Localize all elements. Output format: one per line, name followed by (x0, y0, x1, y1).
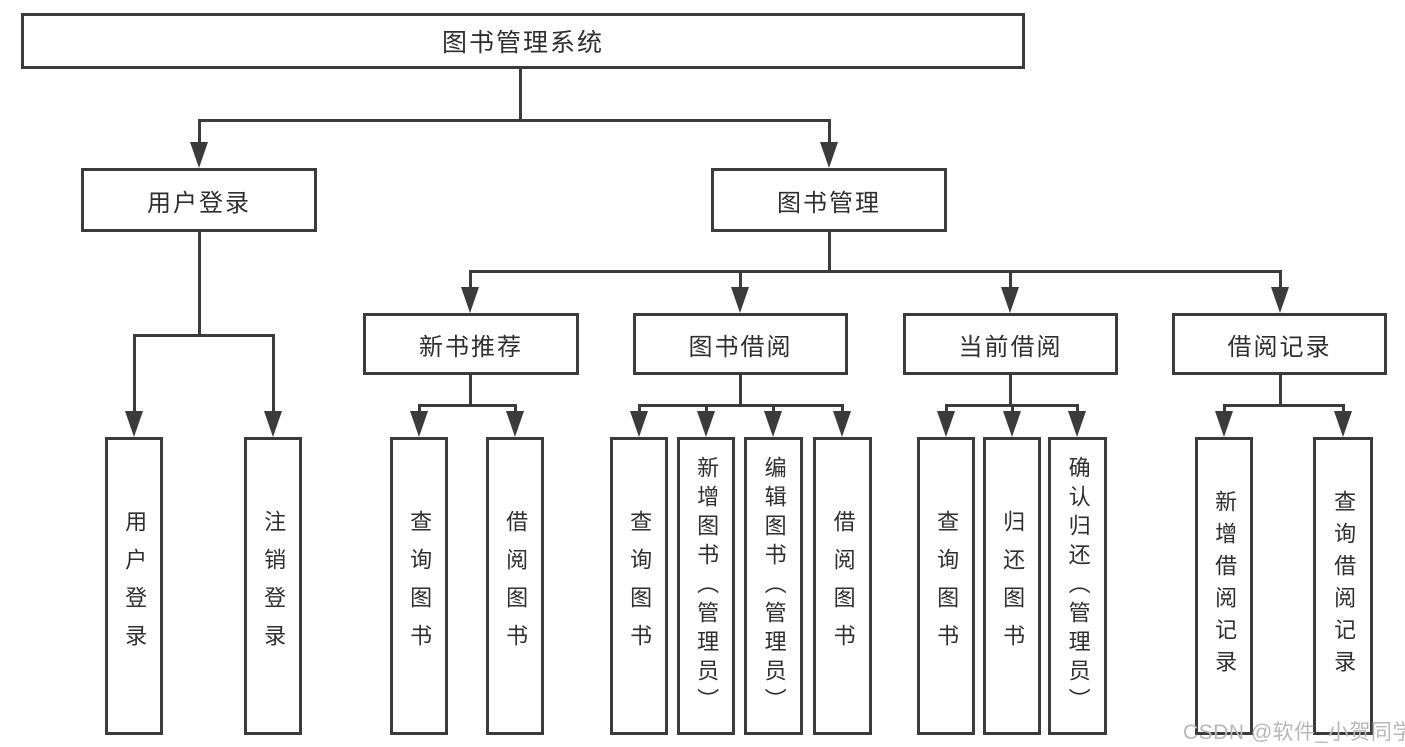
leaf-br-add-record-label: 新增借阅记录 (1212, 490, 1238, 682)
arrowhead-leaf-logout (264, 411, 282, 437)
node-root-system: 图书管理系统 (21, 13, 1025, 69)
connector-stem-user-login (198, 119, 201, 149)
connector-book-mgmt-branch (469, 270, 1282, 273)
leaf-nbr-borrow-books: 借阅图书 (486, 437, 544, 735)
arrowhead-cb-return (1003, 411, 1021, 437)
node-new-book-recommend: 新书推荐 (363, 313, 579, 375)
leaf-br-query-record-label: 查询借阅记录 (1331, 490, 1357, 682)
leaf-bb-add-books-admin-label: 新增图书（管理员） (694, 455, 720, 717)
arrowhead-current-borrow (1001, 287, 1019, 313)
connector-nbr-branch (418, 404, 517, 407)
arrowhead-book-mgmt (820, 142, 838, 168)
arrowhead-bb-borrow (833, 411, 851, 437)
arrowhead-br-add (1215, 411, 1233, 437)
arrowhead-book-borrow (731, 287, 749, 313)
connector-stem-current-borrow (1009, 270, 1012, 292)
connector-user-login-stem (198, 232, 201, 336)
connector-bb-stem (739, 375, 742, 406)
connector-stem-leaf-login (133, 334, 136, 416)
arrowhead-user-login (190, 142, 208, 168)
leaf-br-add-record: 新增借阅记录 (1195, 437, 1253, 735)
leaf-user-login: 用户登录 (105, 437, 163, 735)
node-book-management: 图书管理 (711, 168, 947, 232)
node-borrowing-records-label: 借阅记录 (1227, 333, 1332, 361)
leaf-bb-borrow-books-label: 借阅图书 (830, 510, 856, 662)
leaf-cb-return-books: 归还图书 (983, 437, 1041, 735)
connector-stem-new-books (469, 270, 472, 292)
node-borrowing-records: 借阅记录 (1172, 313, 1387, 375)
node-current-borrowing: 当前借阅 (903, 313, 1118, 375)
node-book-management-label: 图书管理 (777, 189, 881, 217)
node-root-label: 图书管理系统 (441, 29, 604, 57)
leaf-cb-confirm-return-admin-label: 确认归还（管理员） (1065, 455, 1091, 717)
leaf-bb-add-books-admin: 新增图书（管理员） (677, 437, 735, 735)
arrowhead-borrow-records (1271, 287, 1289, 313)
leaf-cb-query-books: 查询图书 (917, 437, 975, 735)
connector-stem-book-mgmt (828, 119, 831, 149)
leaf-br-query-record: 查询借阅记录 (1313, 437, 1373, 735)
leaf-bb-query-books-label: 查询图书 (627, 510, 653, 662)
leaf-cb-confirm-return-admin: 确认归还（管理员） (1048, 437, 1107, 735)
connector-root-stem (519, 69, 522, 122)
connector-bb-branch (638, 404, 844, 407)
connector-stem-borrow-records (1279, 270, 1282, 292)
connector-br-stem (1279, 375, 1282, 406)
arrowhead-nbr-query (410, 411, 428, 437)
arrowhead-leaf-login (125, 411, 143, 437)
leaf-cb-query-books-label: 查询图书 (934, 510, 960, 662)
node-current-borrowing-label: 当前借阅 (958, 333, 1063, 361)
connector-stem-book-borrow (739, 270, 742, 292)
arrowhead-bb-query (630, 411, 648, 437)
leaf-logout: 注销登录 (244, 437, 302, 735)
leaf-logout-label: 注销登录 (261, 510, 287, 662)
arrowhead-bb-add (697, 411, 715, 437)
node-user-login: 用户登录 (81, 168, 317, 232)
node-user-login-label: 用户登录 (147, 189, 251, 217)
arrowhead-bb-edit (764, 411, 782, 437)
leaf-user-login-label: 用户登录 (122, 510, 148, 662)
leaf-cb-return-books-label: 归还图书 (1000, 510, 1026, 662)
connector-root-branch (198, 119, 831, 122)
connector-stem-leaf-logout (272, 334, 275, 416)
leaf-bb-edit-books-admin-label: 编辑图书（管理员） (761, 455, 787, 717)
leaf-bb-borrow-books: 借阅图书 (813, 437, 872, 735)
csdn-watermark: CSDN @软件_小贺同学 (1183, 721, 1405, 744)
connector-br-branch (1223, 404, 1345, 407)
leaf-nbr-query-books: 查询图书 (390, 437, 448, 735)
leaf-nbr-query-books-label: 查询图书 (407, 510, 433, 662)
node-new-book-recommend-label: 新书推荐 (419, 333, 523, 361)
arrowhead-cb-confirm (1068, 411, 1086, 437)
connector-nbr-stem (469, 375, 472, 406)
node-book-borrowing-label: 图书借阅 (688, 333, 793, 361)
arrowhead-nbr-borrow (506, 411, 524, 437)
leaf-bb-query-books: 查询图书 (610, 437, 668, 735)
arrowhead-cb-query (937, 411, 955, 437)
connector-user-login-branch (133, 334, 275, 337)
connector-cb-stem (1009, 375, 1012, 406)
leaf-bb-edit-books-admin: 编辑图书（管理员） (744, 437, 803, 735)
leaf-nbr-borrow-books-label: 借阅图书 (503, 510, 529, 662)
node-book-borrowing: 图书借阅 (633, 313, 848, 375)
connector-book-mgmt-stem (828, 232, 831, 272)
arrowhead-new-books (461, 287, 479, 313)
arrowhead-br-query (1334, 411, 1352, 437)
